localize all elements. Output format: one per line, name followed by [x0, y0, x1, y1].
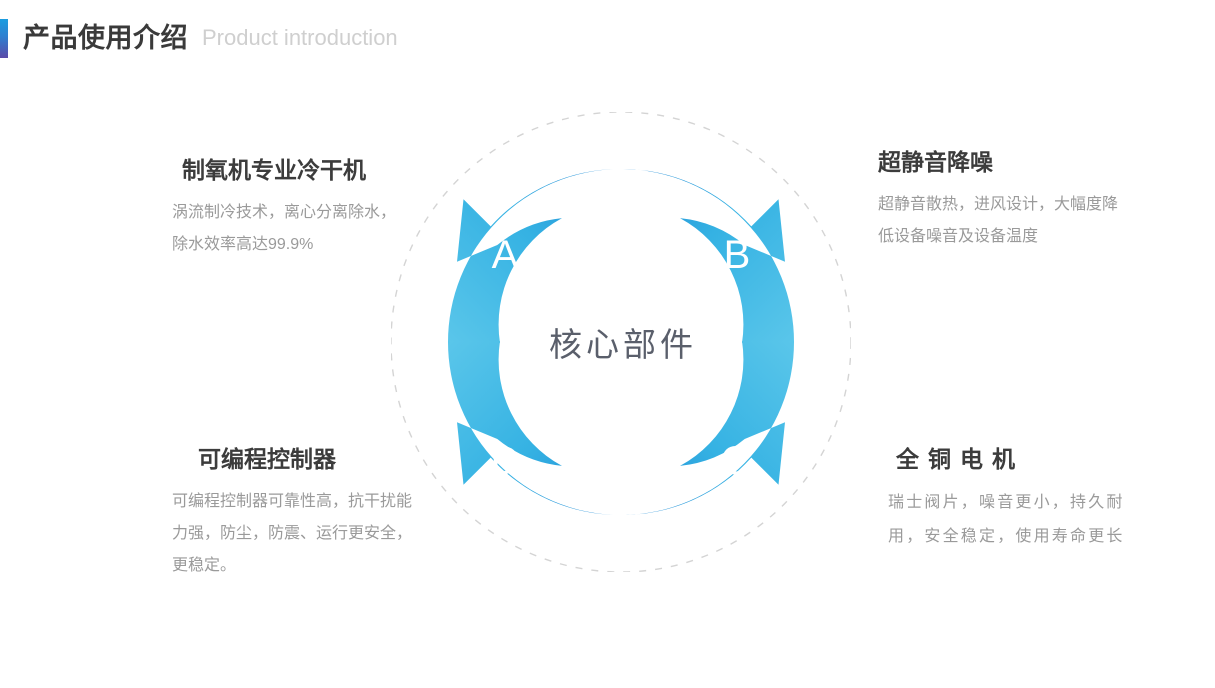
feature-title-a: 制氧机专业冷干机 — [182, 157, 366, 183]
feature-title-c: 全铜电机 — [896, 446, 1024, 472]
feature-body-b: 超静音散热，进风设计，大幅度降低设备噪音及设备温度 — [878, 196, 1119, 245]
feature-body-c: 瑞士阀片，噪音更小，持久耐用，安全稳定，使用寿命更长 — [888, 494, 1125, 545]
cycle-label-b: B — [724, 233, 751, 277]
feature-block-d: 可编程控制器 可编程控制器可靠性高，抗干扰能力强，防尘，防震、运行更安全，更稳定… — [172, 446, 413, 581]
cycle-segment-d[interactable] — [447, 341, 619, 515]
cycle-label-c: C — [721, 439, 750, 483]
feature-block-b: 超静音降噪 超静音散热，进风设计，大幅度降低设备噪音及设备温度 — [878, 149, 1123, 253]
cycle-label-d: D — [491, 439, 520, 483]
feature-title-b: 超静音降噪 — [878, 149, 993, 175]
cycle-segment-b[interactable] — [623, 169, 795, 343]
cycle-segment-a[interactable] — [447, 169, 619, 343]
header-accent-bar-icon — [0, 18, 8, 58]
feature-block-a: 制氧机专业冷干机 涡流制冷技术，离心分离除水，除水效率高达99.9% — [172, 157, 407, 261]
cycle-segment-c[interactable] — [623, 341, 795, 515]
page-header: 产品使用介绍 Product introduction — [0, 18, 398, 58]
feature-body-d: 可编程控制器可靠性高，抗干扰能力强，防尘，防震、运行更安全，更稳定。 — [172, 493, 413, 574]
core-components-cycle-diagram: A B C D 核心部件 — [391, 112, 851, 572]
cycle-label-a: A — [492, 233, 519, 277]
page-subtitle: Product introduction — [202, 25, 398, 50]
feature-title-d: 可编程控制器 — [198, 446, 336, 472]
feature-block-c: 全铜电机 瑞士阀片，噪音更小，持久耐用，安全稳定，使用寿命更长 — [888, 446, 1138, 553]
page-title: 产品使用介绍 — [23, 22, 188, 53]
feature-body-a: 涡流制冷技术，离心分离除水，除水效率高达99.9% — [172, 204, 397, 253]
